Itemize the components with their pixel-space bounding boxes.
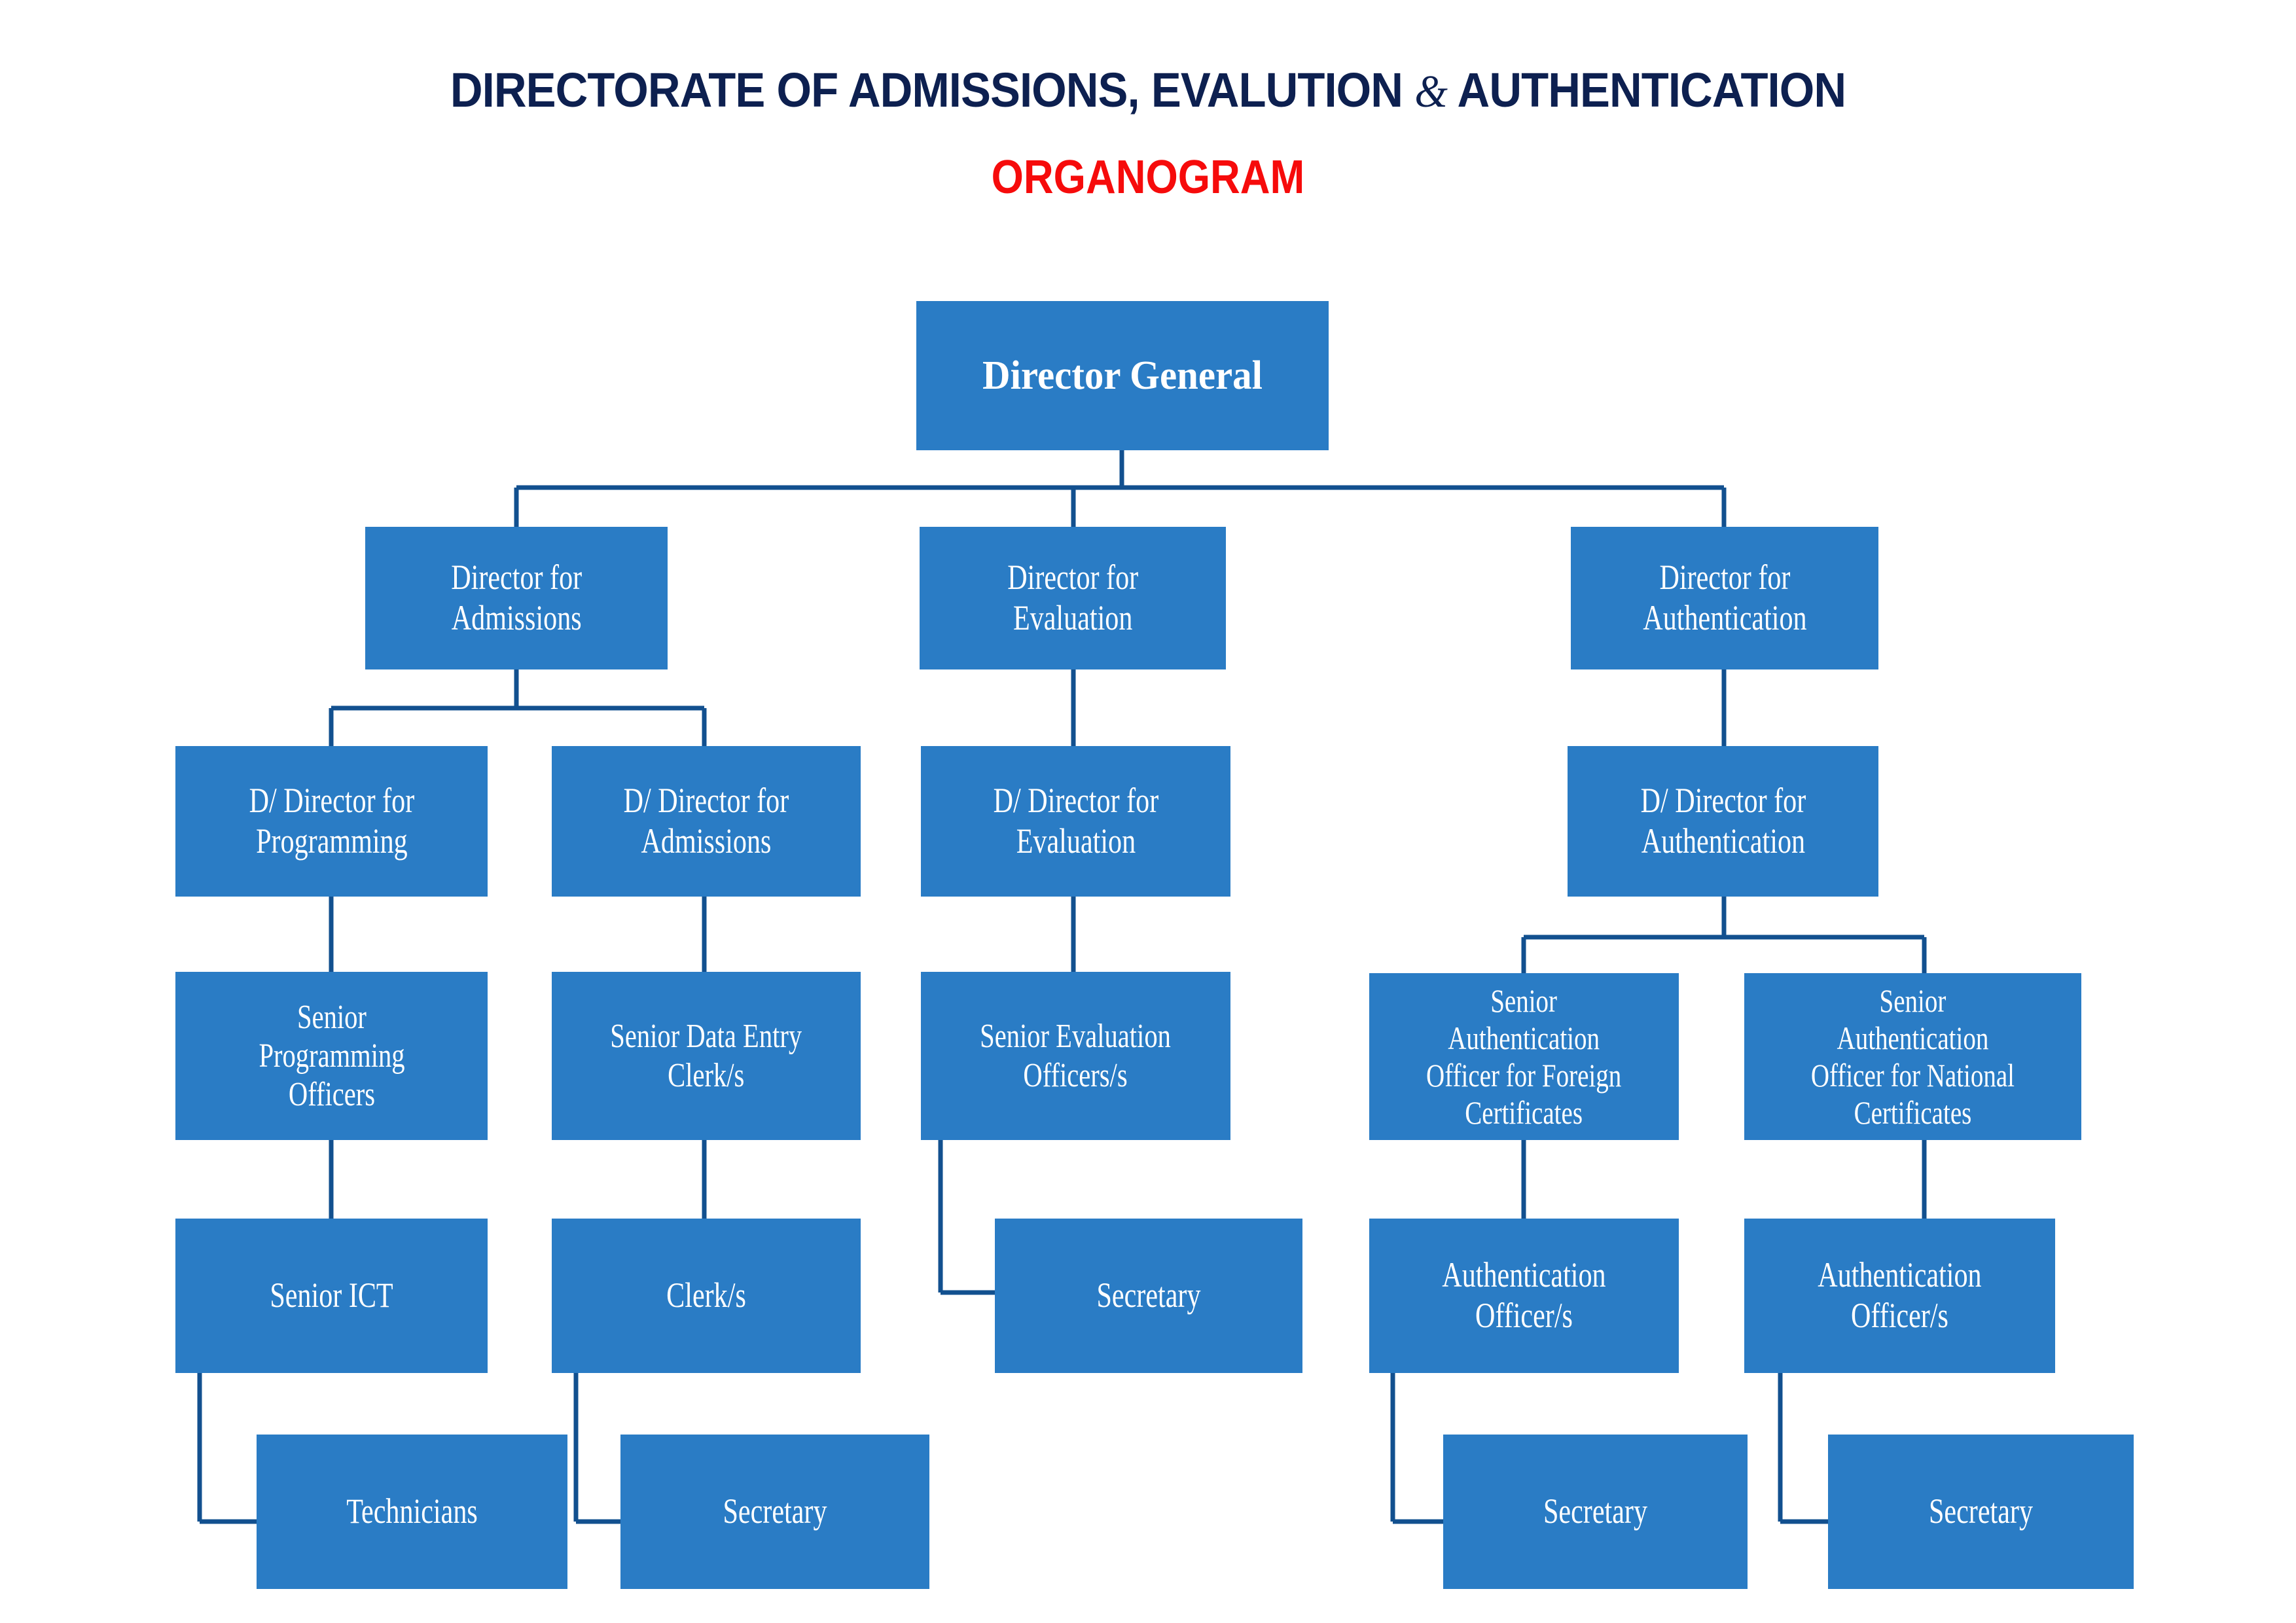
- node-label-line2: Officer/s: [1475, 1296, 1573, 1335]
- node-label-line2: Clerk/s: [668, 1056, 745, 1094]
- node-label-line1: D/ Director for: [623, 781, 789, 821]
- node-senior-ict[interactable]: Senior ICT: [175, 1219, 488, 1373]
- node-deputy-director-programming[interactable]: D/ Director for Programming: [175, 746, 488, 897]
- node-senior-evaluation-officers[interactable]: Senior Evaluation Officers/s: [921, 972, 1230, 1140]
- node-label: Secretary: [1928, 1491, 2034, 1531]
- node-label-stack: Director for Authentication: [1620, 558, 1830, 638]
- node-label-line2: Admissions: [641, 821, 772, 861]
- node-label-line1: Authentication: [1818, 1255, 1982, 1295]
- node-label-line1: Senior Data Entry: [610, 1018, 802, 1056]
- node-label-stack: D/ Director for Admissions: [600, 781, 812, 861]
- page-title-ampersand: &: [1414, 67, 1448, 117]
- node-label-line3: Officer for Foreign: [1426, 1056, 1622, 1094]
- node-label-stack: Senior Authentication Officer for Foreig…: [1399, 982, 1649, 1132]
- node-secretary-evaluation[interactable]: Secretary: [995, 1219, 1302, 1373]
- node-technicians[interactable]: Technicians: [257, 1435, 567, 1589]
- node-label-line1: Authentication: [1442, 1255, 1606, 1295]
- node-label-stack: Authentication Officer/s: [1419, 1255, 1629, 1336]
- node-label-line2: Authentication: [1642, 598, 1807, 637]
- node-label-stack: Senior Programming Officers: [238, 998, 425, 1115]
- node-director-for-authentication[interactable]: Director for Authentication: [1571, 527, 1878, 669]
- node-label-stack: Director for Admissions: [433, 558, 600, 638]
- node-label-stack: D/ Director for Programming: [226, 781, 438, 861]
- node-label: Technicians: [346, 1491, 478, 1531]
- node-label-line1: Director for: [451, 558, 582, 597]
- node-label-line2: Authentication: [1448, 1019, 1600, 1056]
- node-label-line4: Certificates: [1465, 1094, 1583, 1131]
- node-secretary-admissions[interactable]: Secretary: [620, 1435, 929, 1589]
- node-senior-authentication-officer-foreign[interactable]: Senior Authentication Officer for Foreig…: [1369, 973, 1679, 1140]
- node-label-line3: Officer for National: [1810, 1056, 2015, 1094]
- node-director-for-admissions[interactable]: Director for Admissions: [365, 527, 668, 669]
- node-deputy-director-evaluation[interactable]: D/ Director for Evaluation: [921, 746, 1230, 897]
- node-label: Clerk/s: [666, 1275, 746, 1315]
- node-label-line1: D/ Director for: [249, 781, 414, 821]
- node-label: Director General: [982, 353, 1263, 398]
- node-director-for-evaluation[interactable]: Director for Evaluation: [920, 527, 1226, 669]
- node-label-line2: Admissions: [451, 598, 582, 637]
- node-label-line1: D/ Director for: [993, 781, 1158, 821]
- node-label-stack: D/ Director for Evaluation: [970, 781, 1182, 861]
- node-deputy-director-admissions[interactable]: D/ Director for Admissions: [552, 746, 861, 897]
- node-deputy-director-authentication[interactable]: D/ Director for Authentication: [1568, 746, 1878, 897]
- node-label-stack: Senior Data Entry Clerk/s: [583, 1017, 829, 1095]
- node-label: Secretary: [1543, 1491, 1648, 1531]
- node-clerks[interactable]: Clerk/s: [552, 1219, 861, 1373]
- node-label-stack: Authentication Officer/s: [1795, 1255, 2005, 1336]
- node-label-line2: Officer/s: [1851, 1296, 1948, 1335]
- node-label-line1: Director for: [1007, 558, 1138, 597]
- node-label: Secretary: [1096, 1275, 1201, 1315]
- node-label: Senior ICT: [270, 1275, 393, 1315]
- node-label-line2: Authentication: [1837, 1019, 1989, 1056]
- node-secretary-authentication-national[interactable]: Secretary: [1828, 1435, 2134, 1589]
- node-label-line2: Officers/s: [1023, 1056, 1128, 1094]
- page-title-prefix: DIRECTORATE OF ADMISSIONS, EVALUTION: [450, 63, 1415, 117]
- node-label-line1: Director for: [1659, 558, 1790, 597]
- node-label-line3: Officers: [288, 1076, 375, 1114]
- node-label-line2: Programming: [258, 1037, 405, 1075]
- node-authentication-officers-foreign[interactable]: Authentication Officer/s: [1369, 1219, 1679, 1373]
- node-label-line2: Authentication: [1641, 821, 1805, 861]
- node-secretary-authentication-foreign[interactable]: Secretary: [1443, 1435, 1748, 1589]
- node-label-line4: Certificates: [1854, 1094, 1972, 1131]
- page-title: DIRECTORATE OF ADMISSIONS, EVALUTION & A…: [81, 62, 2215, 118]
- node-label-line1: Senior: [296, 998, 367, 1036]
- node-senior-data-entry-clerks[interactable]: Senior Data Entry Clerk/s: [552, 972, 861, 1140]
- node-label-stack: D/ Director for Authentication: [1617, 781, 1829, 861]
- node-senior-programming-officers[interactable]: Senior Programming Officers: [175, 972, 488, 1140]
- node-label-line2: Evaluation: [1013, 598, 1133, 637]
- node-authentication-officers-national[interactable]: Authentication Officer/s: [1744, 1219, 2055, 1373]
- node-director-general[interactable]: Director General: [916, 301, 1329, 450]
- page-title-suffix: AUTHENTICATION: [1446, 63, 1846, 117]
- node-label-line1: Senior Evaluation: [980, 1018, 1172, 1056]
- node-label-line2: Evaluation: [1016, 821, 1136, 861]
- page-subtitle: ORGANOGRAM: [991, 151, 1305, 204]
- node-label: Secretary: [723, 1491, 827, 1531]
- node-label-line1: D/ Director for: [1640, 781, 1806, 821]
- node-label-stack: Senior Authentication Officer for Nation…: [1782, 982, 2043, 1132]
- node-label-stack: Director for Evaluation: [989, 558, 1157, 638]
- node-label-line2: Programming: [255, 821, 408, 861]
- node-label-line1: Senior: [1879, 982, 1946, 1019]
- node-label-stack: Senior Evaluation Officers/s: [953, 1017, 1198, 1095]
- node-label-line1: Senior: [1490, 982, 1558, 1019]
- node-senior-authentication-officer-national[interactable]: Senior Authentication Officer for Nation…: [1744, 973, 2081, 1140]
